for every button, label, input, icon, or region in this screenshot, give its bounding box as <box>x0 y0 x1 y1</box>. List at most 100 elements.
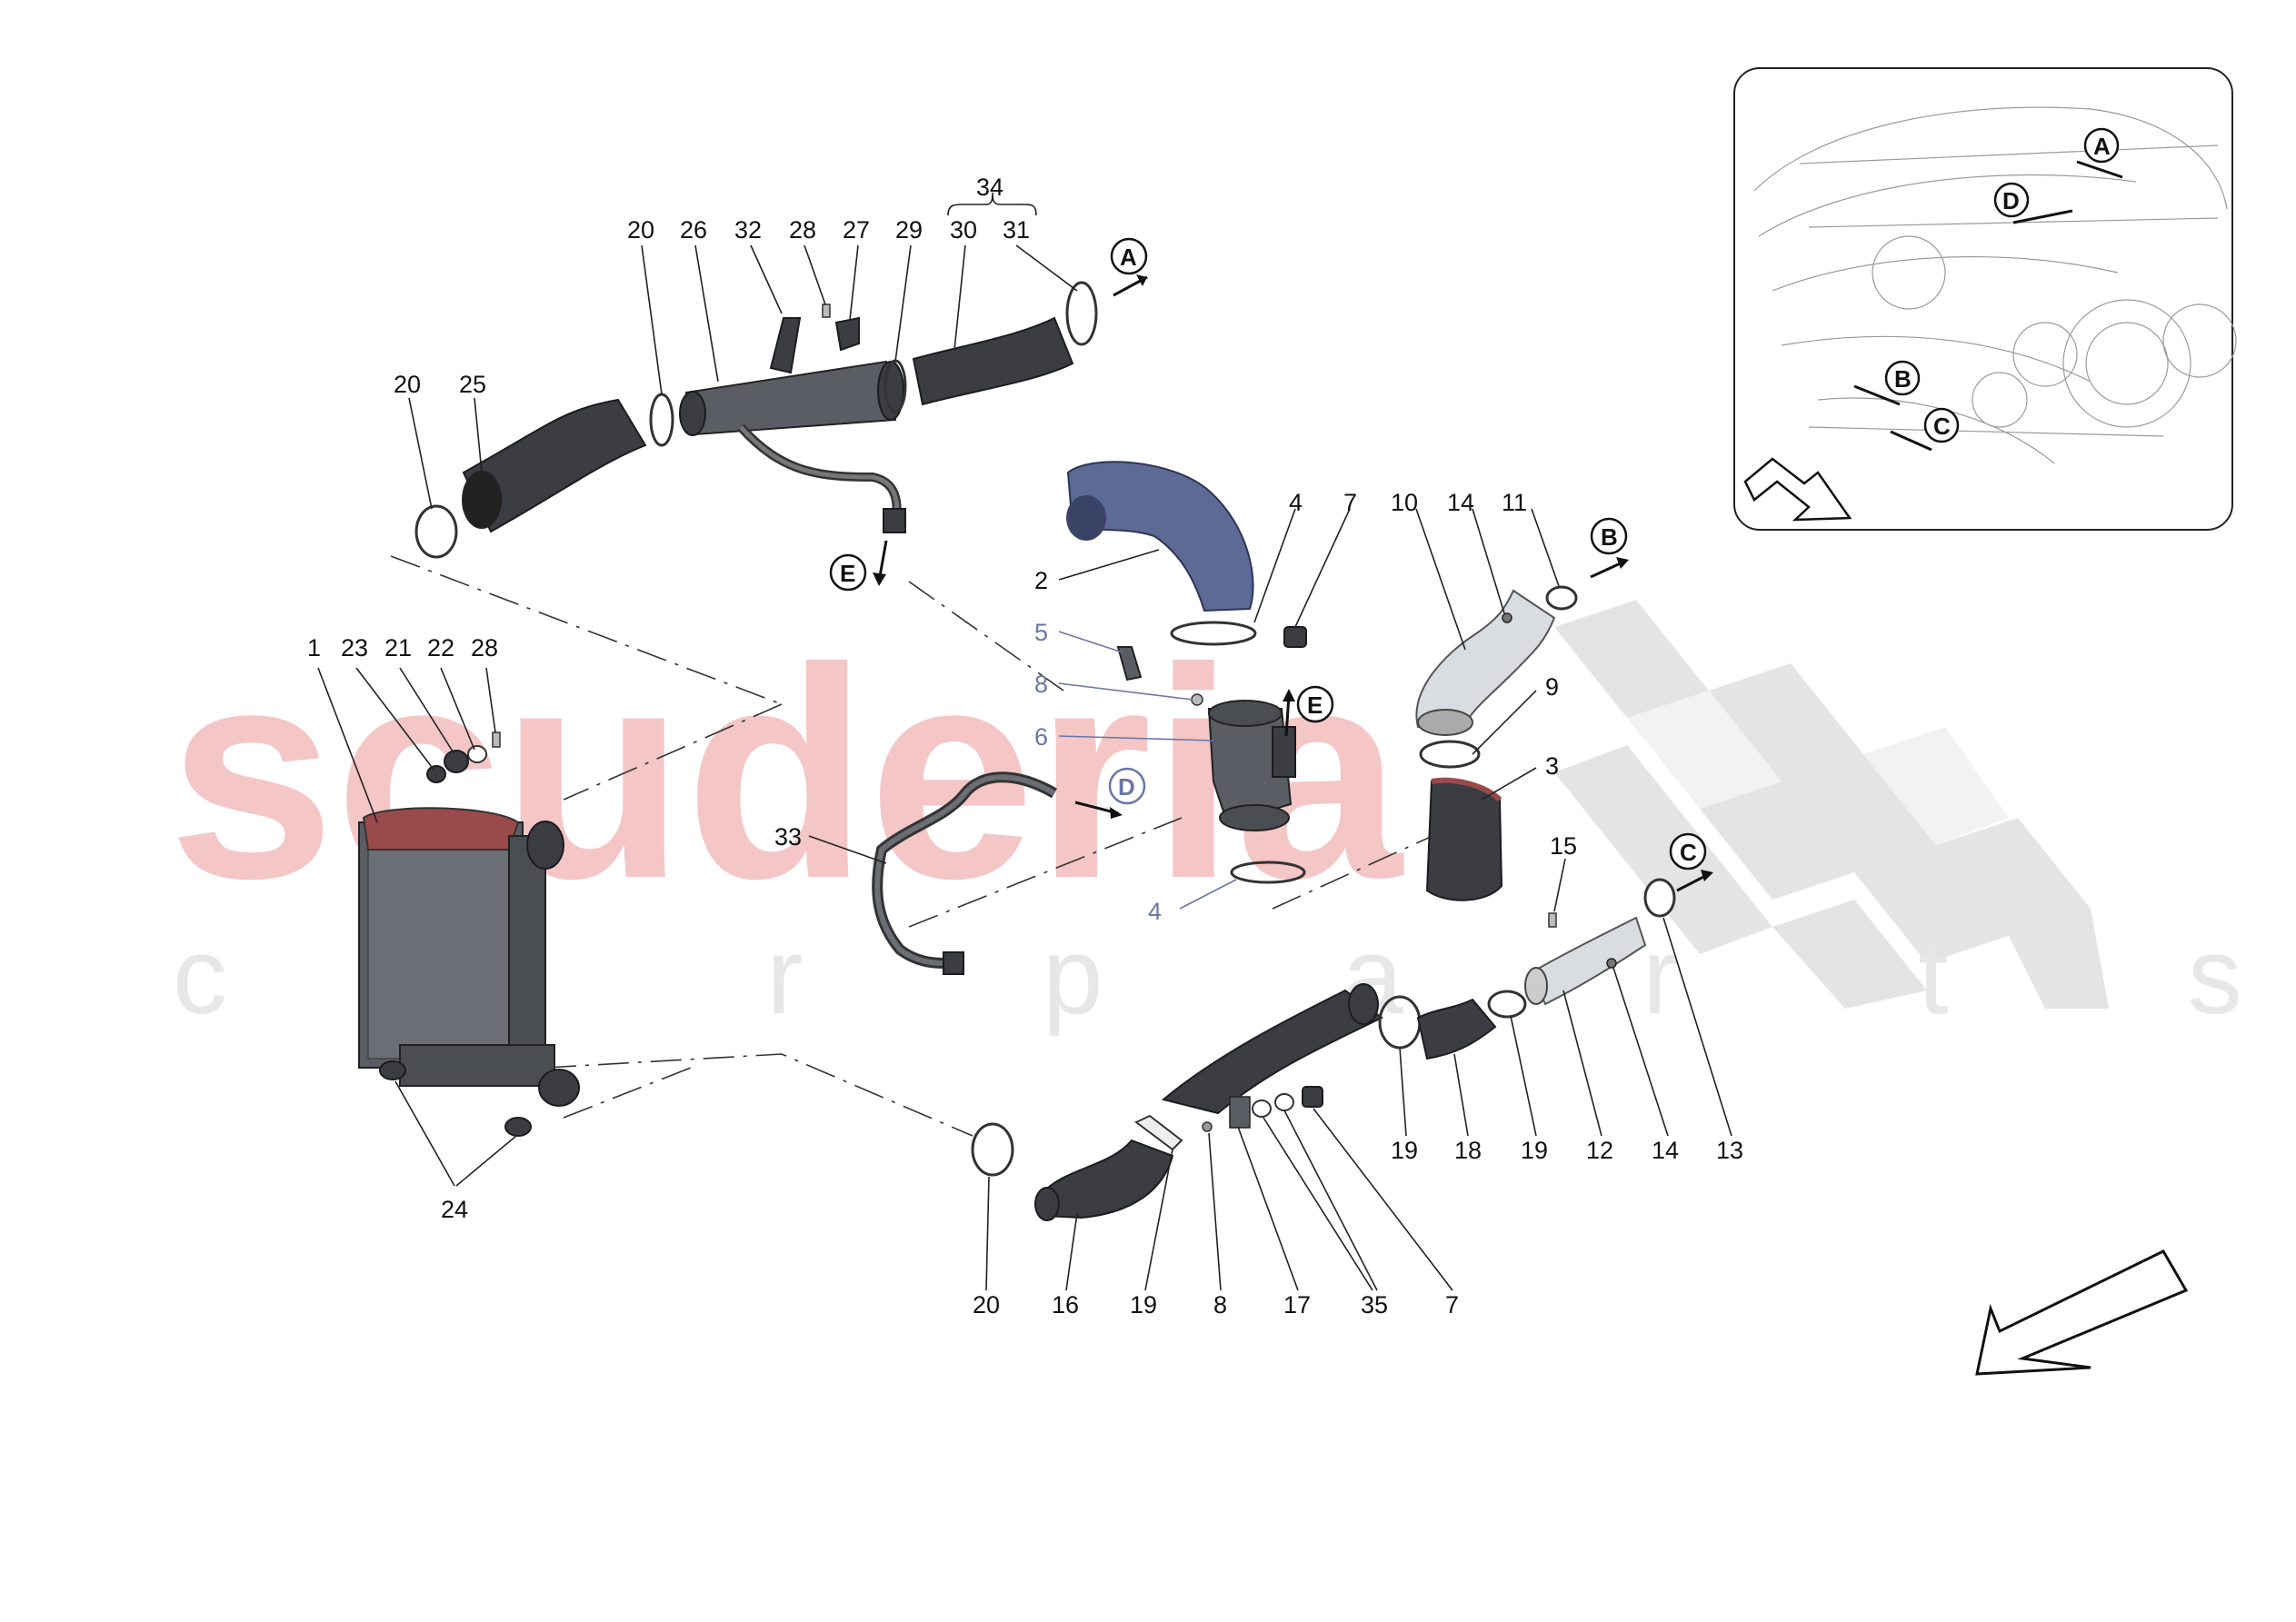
callout-16: 16 <box>1052 1291 1079 1318</box>
callout-7: 7 <box>1343 489 1357 516</box>
callout-4: 4 <box>1289 489 1303 516</box>
svg-text:C: C <box>1680 839 1697 866</box>
charge-pipe-17 <box>1161 983 1383 1129</box>
svg-text:A: A <box>2093 133 2111 160</box>
clamp-19-lower <box>1134 1114 1183 1151</box>
callout-17: 17 <box>1283 1291 1311 1318</box>
callout-labels: 1 23 21 22 28 24 20 25 20 26 32 28 27 29… <box>307 174 1743 1318</box>
washer-8-upper <box>1191 693 1203 706</box>
svg-text:A: A <box>1120 244 1137 271</box>
clamp-20-lower <box>971 1122 1014 1177</box>
pipe-12 <box>1524 916 1647 1006</box>
svg-text:D: D <box>1118 773 1135 801</box>
callout-31: 31 <box>1003 216 1030 244</box>
callout-1: 1 <box>307 634 321 662</box>
callout-32: 32 <box>734 216 762 244</box>
callout-21: 21 <box>384 634 412 662</box>
callout-7: 7 <box>1445 1291 1459 1318</box>
svg-text:C: C <box>1933 413 1951 440</box>
inset-marker-b: B <box>1853 360 1921 406</box>
callout-8: 8 <box>1213 1291 1227 1318</box>
callout-33: 33 <box>774 823 802 851</box>
clamp-19-right <box>1487 990 1527 1019</box>
callout-18: 18 <box>1454 1137 1482 1164</box>
callout-24: 24 <box>441 1196 468 1223</box>
callout-4: 4 <box>1148 898 1162 925</box>
callout-26: 26 <box>680 216 707 244</box>
inset-marker-d: D <box>1993 182 2073 224</box>
gasket-13 <box>1643 878 1676 918</box>
callout-2: 2 <box>1034 567 1048 594</box>
vent-hose-33 <box>872 771 1057 975</box>
charge-pipe-26 <box>679 360 906 533</box>
clamp-9 <box>1419 740 1481 769</box>
clamp-20-upper-left <box>414 504 458 559</box>
inset-direction-arrow-icon <box>1743 457 1852 522</box>
intercooler <box>358 807 580 1137</box>
clamp-4-lower <box>1230 861 1306 884</box>
marker-d: D <box>1074 767 1146 819</box>
washer-8-lower <box>1202 1121 1213 1132</box>
clamp-31 <box>1065 281 1098 346</box>
callout-19: 19 <box>1521 1137 1548 1164</box>
sensor-5 <box>1116 646 1143 682</box>
throttle-body-6 <box>1207 700 1296 831</box>
callout-5: 5 <box>1034 619 1048 646</box>
callout-11: 11 <box>1502 489 1527 516</box>
callout-14: 14 <box>1447 489 1474 516</box>
leader-lines <box>317 192 1732 1291</box>
callout-27: 27 <box>843 216 870 244</box>
intercooler-small-parts <box>426 731 501 783</box>
callout-20: 20 <box>394 371 421 398</box>
callout-34: 34 <box>976 174 1003 201</box>
callout-19: 19 <box>1130 1291 1157 1318</box>
callout-35: 35 <box>1361 1291 1388 1318</box>
svg-text:E: E <box>840 560 855 587</box>
marker-a: A <box>1110 237 1148 297</box>
hose-18 <box>1416 998 1497 1060</box>
callout-15: 15 <box>1550 832 1577 860</box>
bolt-15 <box>1548 912 1557 928</box>
svg-text:B: B <box>1894 365 1912 393</box>
clamp-4-upper <box>1170 621 1257 646</box>
bolt-14-lower <box>1606 958 1617 969</box>
callout-22: 22 <box>427 634 454 662</box>
svg-text:D: D <box>2002 187 2020 214</box>
gasket-11 <box>1545 585 1578 611</box>
callout-28: 28 <box>471 634 498 662</box>
callout-9: 9 <box>1545 673 1559 701</box>
checkered-flag-watermark <box>1554 600 2109 1009</box>
hose-30 <box>912 316 1074 406</box>
callout-29: 29 <box>895 216 923 244</box>
callout-13: 13 <box>1716 1137 1743 1164</box>
grommet-7-lower <box>1302 1086 1323 1108</box>
sensor-27 <box>834 316 860 352</box>
callout-30: 30 <box>950 216 977 244</box>
hose-16 <box>1034 1139 1174 1221</box>
marker-b: B <box>1590 517 1629 579</box>
clamp-20-upper-mid <box>649 393 674 447</box>
hose-3 <box>1425 777 1503 901</box>
callout-25: 25 <box>459 371 486 398</box>
sensor-32 <box>769 317 802 374</box>
callout-12: 12 <box>1586 1137 1613 1164</box>
inset-engine-view: A D B C <box>1733 67 2237 531</box>
assembly-lines <box>390 555 1473 1137</box>
callout-20: 20 <box>627 216 654 244</box>
callout-20: 20 <box>973 1291 1000 1318</box>
bolt-28-upper <box>822 304 831 318</box>
washer-35-b <box>1274 1093 1294 1111</box>
direction-arrow-large-icon <box>1975 1249 2189 1376</box>
callout-28: 28 <box>789 216 816 244</box>
svg-text:B: B <box>1601 523 1618 551</box>
callout-6: 6 <box>1034 723 1048 751</box>
marker-e-middle: E <box>1283 685 1334 737</box>
callout-3: 3 <box>1545 752 1559 780</box>
inset-marker-a: A <box>2076 127 2123 179</box>
marker-c: C <box>1669 832 1713 892</box>
callout-23: 23 <box>341 634 368 662</box>
callout-10: 10 <box>1391 489 1418 516</box>
inset-marker-c: C <box>1890 407 1960 452</box>
upper-hose-25 <box>462 398 647 533</box>
